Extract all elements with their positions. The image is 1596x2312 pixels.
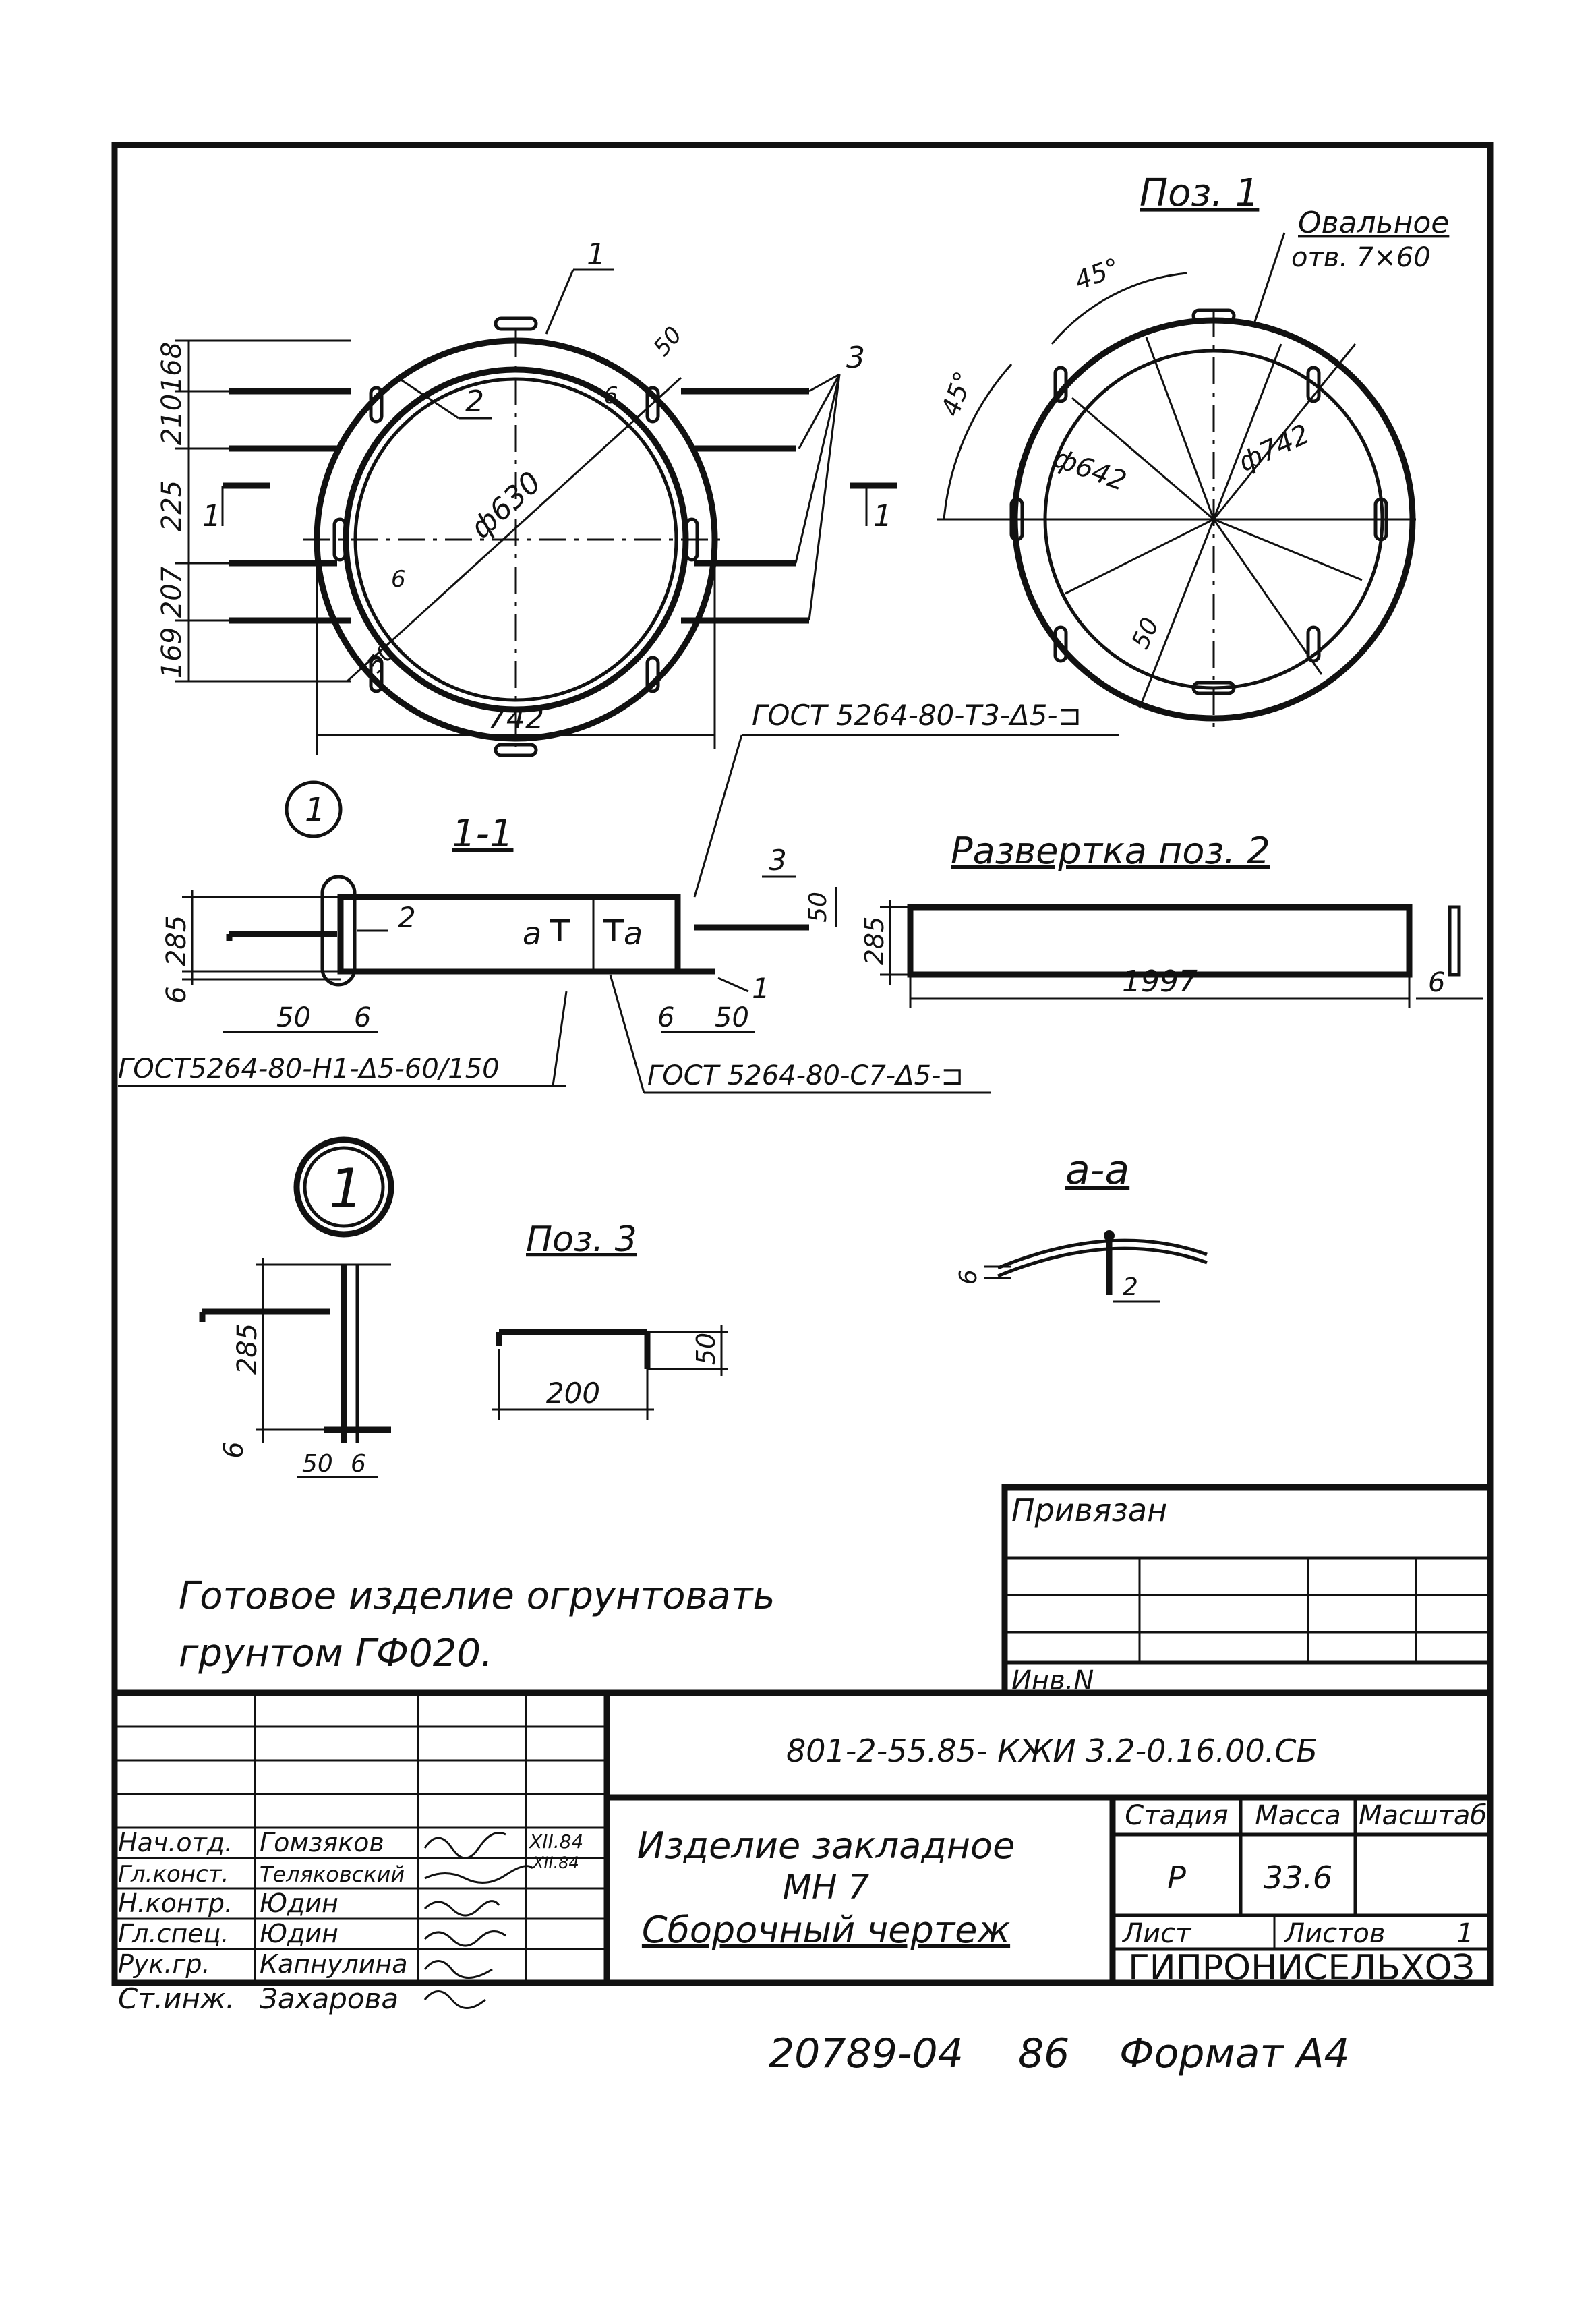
poz1-note-line2: отв. 7×60 [1291, 242, 1431, 273]
poz1-angle-left: 45° [935, 368, 978, 420]
razvertka-h285: 285 [860, 917, 889, 966]
role-3: Гл.спец. [118, 1919, 229, 1948]
aa-view: а-а 6 2 [955, 1147, 1208, 1303]
role-name-0: Гомзяков [260, 1828, 384, 1857]
razvertka-length: 1997 [1122, 964, 1198, 999]
section11-h6: 6 [161, 986, 192, 1003]
section11-pos1: 1 [752, 972, 770, 1005]
section-mark-right: 1 [873, 499, 892, 533]
plan-view: 168 210 225 207 169 742 ф630 1 2 3 6 6 5… [156, 237, 897, 757]
dim-50-top: 50 [648, 322, 687, 362]
section11-callout: 1 [305, 791, 326, 829]
poz3-w200: 200 [546, 1377, 600, 1410]
section11-pos3: 3 [769, 844, 787, 877]
label-pos1: 1 [587, 237, 605, 272]
dim-169: 169 [156, 627, 187, 678]
detail-1: 1 285 6 50 6 [199, 1136, 394, 1478]
poz1-d-inner: ф642 [1050, 442, 1131, 497]
binding-block: Привязан Инв.N [1001, 1484, 1494, 1696]
role-name-3: Юдин [260, 1919, 338, 1948]
poz3-view: Поз. 3 50 200 [492, 1219, 728, 1420]
role-name-2: Юдин [260, 1888, 338, 1918]
title-mass: 33.6 [1264, 1859, 1332, 1896]
weld-6-top: 6 [603, 382, 618, 409]
poz1-view: Поз. 1 Овальное отв. 7×60 [935, 171, 1449, 728]
section-1-1: 1-1 1 285 6 2 3 1 50 a a 50 6 6 50 [118, 699, 1119, 1094]
razvertka-title: Развертка поз. 2 [951, 830, 1270, 872]
poz1-d-outer: ф742 [1234, 419, 1315, 478]
role-name-1: Теляковский [260, 1861, 405, 1887]
title-date2: XII.84 [531, 1853, 579, 1872]
razvertka-t6: 6 [1428, 967, 1445, 998]
role-1: Гл.конст. [118, 1861, 229, 1888]
label-pos3: 3 [846, 341, 865, 375]
footer-sheet: 86 [1018, 2030, 1069, 2077]
section11-b6: 6 [354, 1002, 371, 1033]
note-line2: грунтом ГФ020. [179, 1631, 493, 1675]
title-org: ГИПРОНИСЕЛЬХОЗ [1128, 1948, 1475, 1988]
title-mass-label: Масса [1255, 1800, 1341, 1831]
section11-b50: 50 [276, 1002, 311, 1033]
section11-c6: 6 [657, 1002, 674, 1033]
aa-title: а-а [1065, 1147, 1129, 1194]
poz3-h50: 50 [691, 1333, 721, 1365]
title-block: 801-2-55.85- КЖИ 3.2-0.16.00.СБ Изделие … [111, 1689, 1494, 2009]
role-2: Н.контр. [118, 1888, 233, 1918]
dim-225: 225 [156, 480, 187, 531]
title-name-line1: Изделие закладное [637, 1824, 1015, 1867]
label-pos2: 2 [465, 384, 484, 419]
section11-pos2: 2 [398, 901, 416, 934]
detail1-w6: 6 [351, 1450, 366, 1478]
role-0: Нач.отд. [118, 1828, 233, 1857]
section11-title: 1-1 [452, 812, 513, 856]
title-sheet-label: Лист [1121, 1918, 1192, 1949]
poz3-title: Поз. 3 [526, 1219, 637, 1260]
detail1-callout: 1 [329, 1157, 363, 1220]
title-stage: Р [1167, 1859, 1186, 1896]
poz1-note-line1: Овальное [1298, 206, 1449, 240]
role-name-5: Захарова [260, 1982, 398, 2015]
razvertka-view: Развертка поз. 2 285 1997 6 [860, 830, 1483, 1008]
poz1-title: Поз. 1 [1140, 171, 1259, 215]
title-date: XII.84 [528, 1830, 583, 1853]
section11-c50: 50 [715, 1002, 749, 1033]
detail1-h285: 285 [232, 1323, 263, 1375]
role-name-4: Капнулина [260, 1949, 408, 1979]
dim-168: 168 [156, 342, 187, 393]
section11-dim50: 50 [804, 892, 832, 923]
detail1-h6: 6 [218, 1441, 249, 1458]
detail1-w50: 50 [302, 1450, 333, 1478]
title-name-line3: Сборочный чертеж [642, 1909, 1011, 1951]
dim-742: 742 [487, 701, 544, 736]
gost-bottom-left: ГОСТ5264-80-Н1-Δ5-60/150 [118, 1053, 500, 1085]
section11-h285: 285 [161, 915, 192, 966]
note-line1: Готовое изделие огрунтовать [179, 1574, 775, 1618]
gost-top: ГОСТ 5264-80-Т3-Δ5-⊐ [752, 699, 1082, 732]
title-name-line2: МН 7 [783, 1868, 870, 1907]
section11-a-right: a [624, 915, 643, 952]
role-5: Ст.инж. [118, 1982, 235, 2015]
footer-format: Формат А4 [1119, 2030, 1350, 2077]
title-code: 801-2-55.85- КЖИ 3.2-0.16.00.СБ [786, 1733, 1318, 1769]
binding-privyazan: Привязан [1011, 1492, 1167, 1528]
aa-t2: 2 [1123, 1273, 1138, 1301]
title-scale-label: Масштаб [1359, 1800, 1487, 1831]
role-4: Рук.гр. [118, 1949, 210, 1979]
footer-number: 20789-04 [769, 2030, 964, 2077]
aa-t6: 6 [955, 1269, 982, 1285]
weld-6-bottom: 6 [391, 566, 406, 593]
section-mark-left: 1 [202, 499, 221, 533]
dim-d630: ф630 [464, 465, 548, 546]
dim-210: 210 [156, 394, 187, 445]
gost-bottom-right: ГОСТ 5264-80-С7-Δ5-⊐ [647, 1060, 964, 1091]
roles-table: Нач.отд. Гомзяков Гл.конст. Теляковский … [118, 1828, 408, 1979]
dim-207: 207 [156, 566, 187, 618]
poz1-dim-50: 50 [1127, 614, 1165, 654]
title-sheets: 1 [1456, 1918, 1473, 1949]
section11-a-left: a [523, 915, 541, 952]
title-sheets-label: Листов [1283, 1918, 1385, 1949]
poz1-angle-top: 45° [1071, 252, 1123, 295]
title-stage-label: Стадия [1125, 1800, 1228, 1831]
